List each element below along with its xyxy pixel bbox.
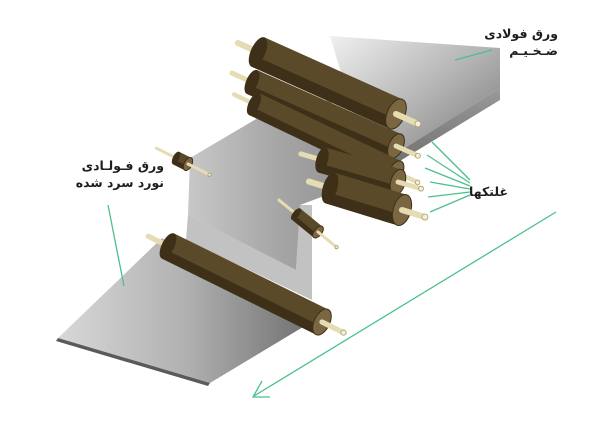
thick-label-line-2: ضـخـیـم	[509, 43, 558, 58]
roller-leader-4	[429, 181, 471, 190]
thick-label-line-1: ورق فولادی	[484, 26, 558, 41]
rollers-label: غلتکها	[469, 184, 508, 199]
cold-rolled-sheet	[56, 238, 318, 386]
thick-sheet-leader	[454, 49, 493, 61]
roller-leader-3	[424, 167, 471, 187]
roller-leader-2	[426, 154, 471, 184]
roller-top-1	[234, 37, 422, 130]
thick-steel-sheet-label: ورق فولادی ضـخـیـم	[478, 25, 558, 59]
cold-label-line-1: ورق فـولـادی	[81, 158, 164, 173]
direction-arrow	[251, 211, 557, 398]
roller-back-left	[154, 146, 212, 177]
cold-rolled-sheet-label: ورق فـولـادی نورد سرد شده	[36, 157, 164, 191]
rollers-group	[145, 37, 429, 336]
cold-sheet-leader	[107, 204, 125, 287]
roller-inner	[277, 198, 339, 250]
roller-bottom	[145, 233, 347, 336]
cold-label-line-2: نورد سرد شده	[75, 175, 164, 190]
roller-leader-5	[427, 191, 471, 198]
leader-lines	[107, 49, 493, 287]
roller-leader-6	[429, 194, 471, 213]
roller-mid-2	[305, 172, 429, 227]
roller-top-2	[229, 69, 421, 159]
roller-leader-1	[431, 141, 471, 181]
